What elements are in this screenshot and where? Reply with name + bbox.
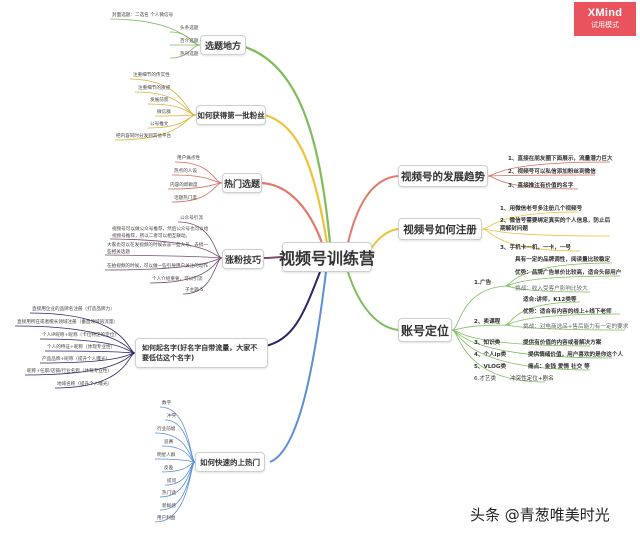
topic-naming[interactable]: 如何起名字(好名字自带流量，大家不要低估这个名字) [135,338,268,368]
leaf-item: 把内容同时分发到其他平台 [116,134,172,139]
leaf-item: 热门话 [162,491,176,496]
leaf-item: 公众号引流 [180,216,203,221]
watermark-text: 头条 @青葱唯美时光 [470,506,610,524]
leaf-item: 痛点：金钱 爱情 社交 等 [528,364,590,370]
leaf-item: 2、微信号需要绑定真实的个人信息，防止后期解封问题 [500,218,611,232]
leaf-item: 直接用所在或者擅长领域注册（垂直领域的流量） [17,320,119,325]
leaf-item: 注重细节的传实性 [133,73,170,78]
leaf-item: 公号推文 [150,122,169,127]
leaf-item: 直接用企业的品牌名注册（打造品牌力） [32,307,115,312]
leaf-item: 行业前缀 [157,427,176,432]
leaf-item: 提供情绪价值，用户喜欢的是你这个人 [528,352,624,358]
topic-first-fans[interactable]: 如何获得第一批粉丝 [196,105,266,125]
leaf-item: 视频号可以做公众号推荐，然后公众号也可以给视频号推荐，所以二者可以相互联动。 [112,227,209,239]
topic-label: 如何获得第一批粉丝 [197,110,265,120]
leaf-item: 百介选题 [180,39,199,44]
leaf-item: 内容的新颖度 [170,183,198,188]
topic-label: 涨粉技巧 [225,255,262,266]
badge-subtitle: 试用模式 [591,21,619,29]
central-topic-label: 视频号训练营 [279,249,376,268]
leaf-item: 个人介绍重要，可以引流 [152,277,203,282]
leaf-item: 反差 [164,466,174,471]
topic-growth-tips[interactable]: 涨粉技巧 [222,249,264,269]
leaf-item: 3、直接推注有价值的名字 [508,183,574,189]
positioning-group-personal-ip: 4、个人ip类 [474,352,507,358]
leaf-item: 用户利益 [157,516,176,521]
positioning-group-courses: 2、卖课程 [474,319,501,325]
topic-topic-selection[interactable]: 选题地方 [200,35,246,55]
positioning-group-ads: 1.广告 [474,280,492,286]
topic-label: 账号定位 [401,323,450,338]
topic-registration[interactable]: 视频号如何注册 [398,218,482,240]
leaf-item: 1、用微信老号多注册几个视频号 [500,206,583,212]
leaf-item: 冲突 [167,414,177,419]
leaf-item: 热点的人设 [174,169,197,174]
central-topic[interactable]: 视频号训练营 [279,242,376,272]
topic-trending-fast[interactable]: 如何快速的上热门 [195,452,265,472]
leaf-item: 挑战：对电商选品+售后能力有一定的要求 [523,324,629,330]
topic-label: 如何快速的上热门 [200,457,260,467]
topic-label: 如何起名字(好名字自带流量，大家不要低估这个名字) [142,344,258,362]
leaf-item: 头条选题 [180,26,199,31]
leaf-item: 明星人群 [157,453,176,458]
leaf-item: 数字 [162,401,172,406]
leaf-item: 具有一定的品牌调性，阅读量比较稳定 [515,257,611,263]
xmind-trial-badge: XMind 试用模式 [574,2,636,36]
leaf-item: 封面选题：二选名 个人微信号 [112,13,174,18]
leaf-item: 注重细节的质感 [138,86,171,91]
positioning-group-vlog: 5、VLOG类 [474,364,507,370]
leaf-item: 新鲜感 [162,504,176,509]
topic-development-trend[interactable]: 视频号的发展趋势 [398,165,488,187]
leaf-item: 1、直接在朋友圈下面展示，流量潜力巨大 [508,156,613,162]
leaf-item: 冲突性定位+剧名 [510,376,554,382]
leaf-item: 优势：适合有内容的线上+线下老师 [523,309,612,315]
leaf-item: 个人IP昵称+昵称（卡位特定的定位） [42,333,119,338]
leaf-item: 话题热门度 [174,196,197,201]
topic-label: 热门选题 [224,179,261,190]
leaf-item: 3、手机卡一机，一卡，一号 [500,245,572,251]
positioning-group-knowledge: 3、知识类 [474,340,501,346]
leaf-item: 热刊选题 [180,52,199,57]
topic-hot-topics[interactable]: 热门选题 [222,173,262,193]
badge-title: XMind [587,7,623,19]
leaf-item: 子主题 5 [185,288,204,293]
leaf-item: 在拍视频的时候，可以做一些引导用户关注的动作 [107,264,209,269]
topic-label: 视频号如何注册 [403,223,477,236]
leaf-item: 用户痛点性 [177,156,200,161]
leaf-item: 提问 [167,479,177,484]
leaf-item: 产品品牌+昵称（提升个人曝光） [42,357,111,362]
leaf-item: 发展前景 [150,98,169,103]
leaf-item: 地域名称（提升个人曝光） [57,382,113,387]
leaf-item: 个人的特征+昵称（体现专业性） [47,345,116,350]
leaf-item: 微信群 [157,110,171,115]
leaf-item: 优势：品牌广告单价比较高，适合头部用户 [515,270,622,276]
topic-label: 选题地方 [205,41,242,52]
positioning-group-talent: 6.才艺类 [474,376,497,382]
leaf-item: 大家也可以在发视频的时候去@一些大号，去搞一些相关话题 [107,243,209,255]
leaf-item: 提供有价值的内容或者解决方案 [523,340,602,346]
leaf-item: 挑战：收入受客户影响比较大 [515,286,588,292]
leaf-item: 昵称+任职/店铺/行业名称（体现专业性） [27,369,113,374]
leaf-item: 追赛 [164,440,174,445]
topic-account-positioning[interactable]: 账号定位 [398,318,452,342]
topic-label: 视频号的发展趋势 [401,170,485,183]
leaf-item: 适合:讲师，K12类等 [523,297,577,303]
leaf-item: 2、视频号可以私信添加粉丝到微信 [508,169,596,175]
